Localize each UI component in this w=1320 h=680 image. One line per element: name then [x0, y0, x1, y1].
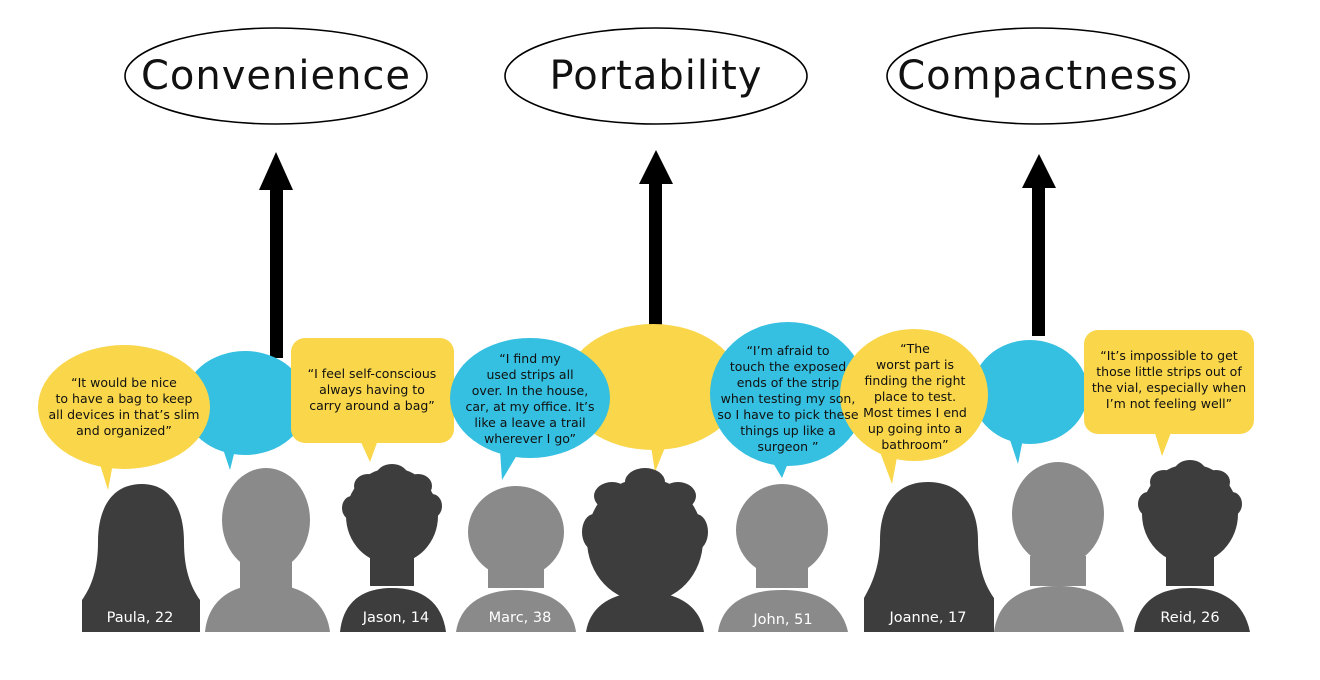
- speech-bubble-empty-blue-2: [972, 340, 1088, 464]
- person-name-reid: Reid, 26: [1160, 610, 1220, 626]
- silhouette-reid: [1134, 460, 1250, 632]
- speech-bubble-jason: [291, 338, 454, 462]
- silhouette-light-1: [205, 468, 330, 632]
- silhouette-joanne: [864, 482, 994, 632]
- quote-paula: “It would be nice to have a bag to keep …: [48, 375, 200, 438]
- speech-bubble-empty-blue-1: [183, 351, 307, 470]
- person-name-paula: Paula, 22: [106, 610, 174, 626]
- silhouette-paula: [82, 484, 200, 632]
- speech-bubble-reid: [1084, 330, 1254, 456]
- speech-bubble-joanne: [840, 329, 988, 484]
- quote-marc: “I find my used strips all over. In the …: [465, 351, 595, 446]
- silhouette-jason: [340, 464, 446, 632]
- person-name-jason: Jason, 14: [362, 610, 430, 626]
- arrow-to-convenience: [259, 152, 293, 358]
- speech-bubble-empty-yellow: [565, 324, 741, 472]
- speech-bubble-john: [710, 322, 866, 478]
- speech-bubble-marc: [450, 338, 610, 480]
- theme-ellipse-compactness: [886, 27, 1190, 125]
- quote-jason: “I feel self-conscious always having to …: [307, 366, 437, 413]
- theme-ellipse-convenience: [124, 27, 428, 125]
- theme-label-portability: Portability: [549, 53, 763, 99]
- silhouette-john: [718, 484, 848, 632]
- person-name-marc: Marc, 38: [488, 610, 552, 626]
- speech-bubble-paula: [38, 345, 210, 490]
- silhouette-light-2: [994, 462, 1124, 632]
- silhouette-dark-curly: [582, 468, 708, 632]
- theme-label-convenience: Convenience: [140, 53, 412, 99]
- theme-label-compactness: Compactness: [897, 53, 1179, 99]
- theme-ellipse-portability: [504, 27, 808, 125]
- quote-joanne: “The worst part is finding the right pla…: [863, 341, 967, 452]
- person-name-john: John, 51: [753, 612, 813, 628]
- person-name-joanne: Joanne, 17: [889, 610, 967, 626]
- arrow-to-compactness: [1022, 154, 1056, 336]
- arrow-to-portability: [639, 150, 673, 330]
- silhouette-marc: [456, 486, 576, 632]
- quote-reid: “It’s impossible to get those little str…: [1091, 348, 1247, 411]
- quote-john: “I’m afraid to touch the exposed ends of…: [717, 343, 859, 454]
